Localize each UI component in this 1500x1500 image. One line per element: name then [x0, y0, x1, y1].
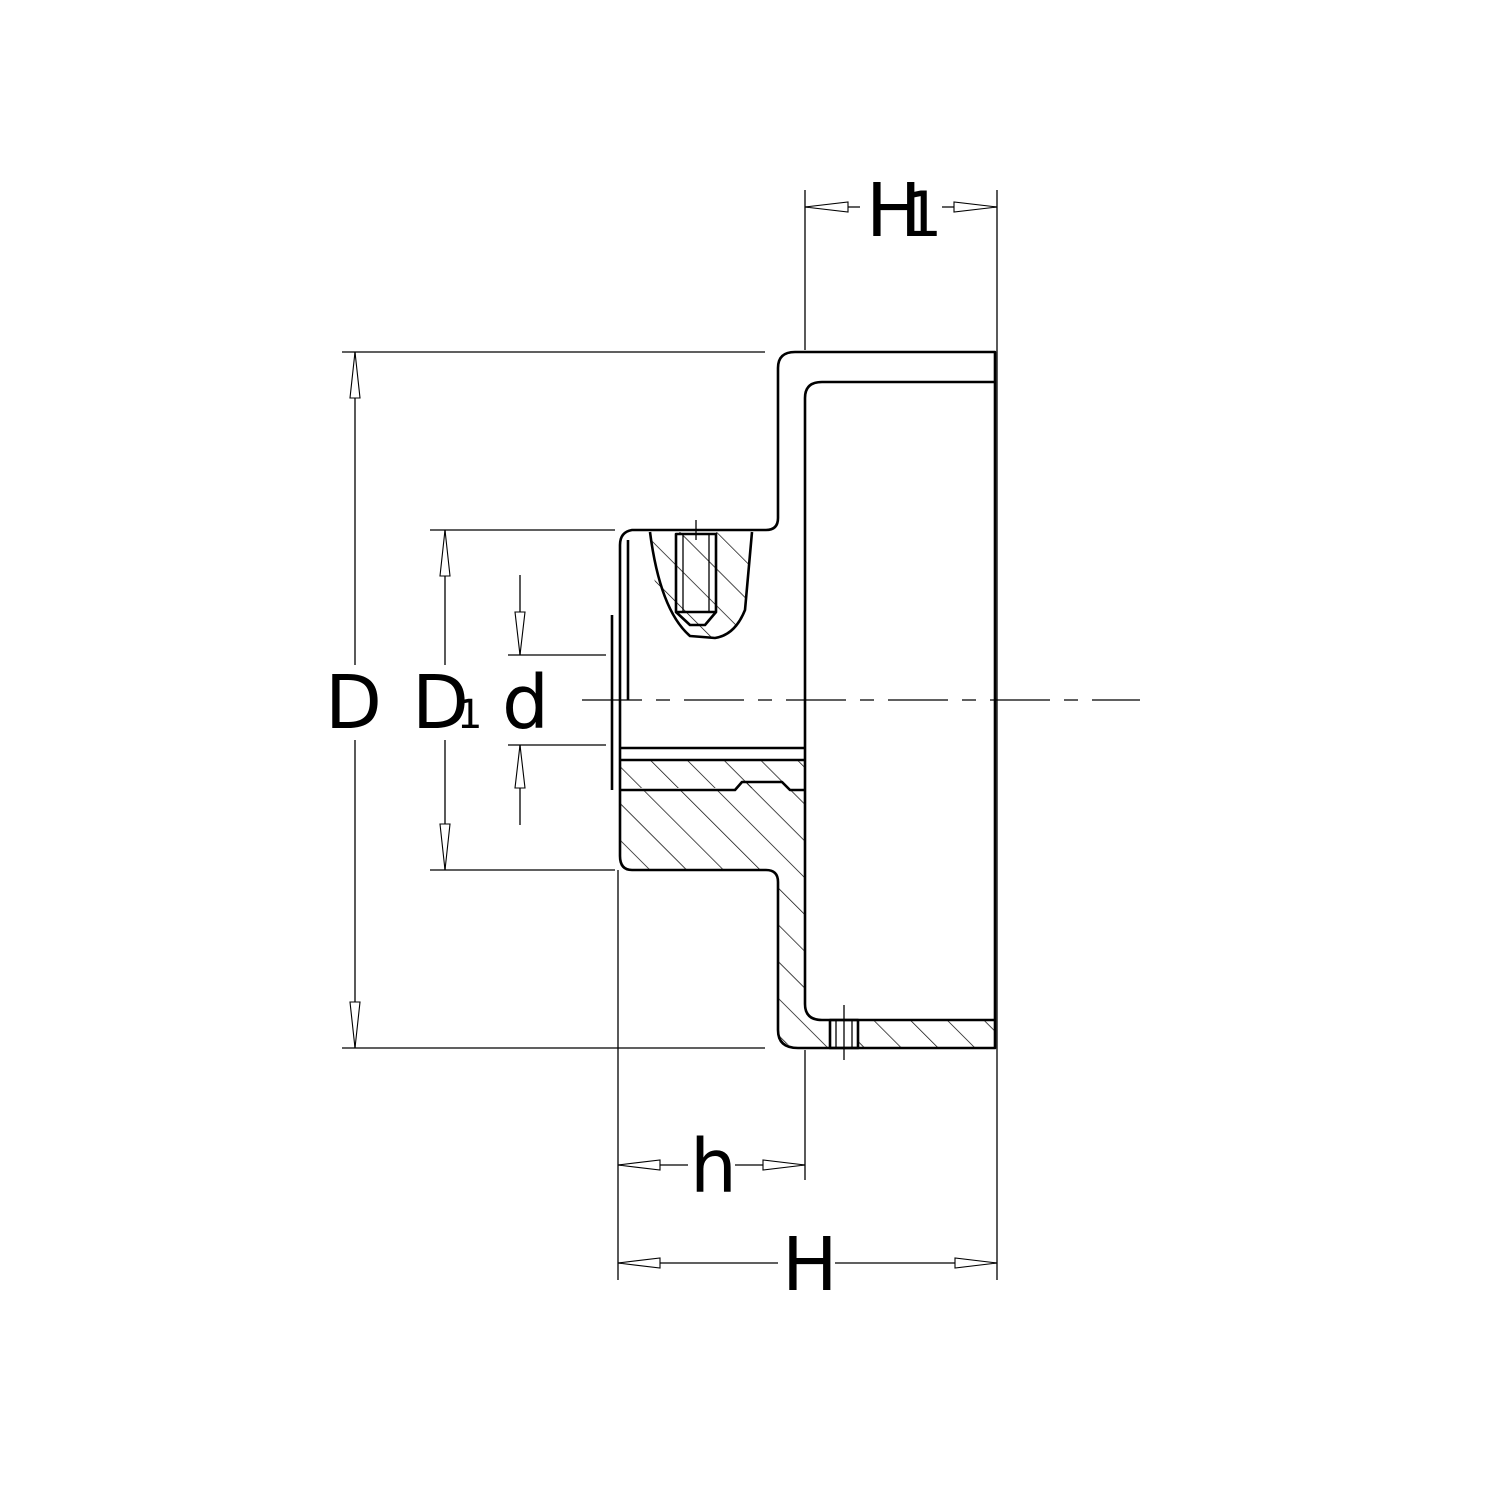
lower-hub-section: [620, 782, 830, 1048]
dimension-d: d: [502, 575, 549, 825]
dimension-label-H: H: [782, 1222, 838, 1308]
upper-hub-section: [650, 532, 752, 638]
dimension-label-h: h: [690, 1124, 737, 1210]
dimension-label-H1: H: [866, 168, 922, 254]
dimension-label-D: D: [325, 660, 382, 746]
dimension-H1: H 1: [804, 168, 998, 254]
extension-lines: [342, 190, 998, 1280]
rim-section: [858, 1020, 995, 1048]
dimension-label-H1-subscript: 1: [903, 178, 942, 251]
dimension-D1: D 1: [412, 529, 482, 871]
rim-inner-profile: [803, 380, 995, 1022]
bushing-lower-line: [620, 780, 805, 792]
dimension-label-d: d: [502, 660, 549, 746]
part-outline: [610, 350, 997, 1060]
dimension-label-D1-subscript: 1: [457, 692, 482, 738]
dimension-label-D1: D: [412, 660, 469, 746]
dimension-H: H: [617, 1222, 998, 1308]
dimension-D: D: [325, 351, 382, 1049]
upper-hub-outline: [648, 531, 754, 640]
dimension-h: h: [617, 1124, 806, 1210]
outer-profile: [618, 350, 997, 1050]
